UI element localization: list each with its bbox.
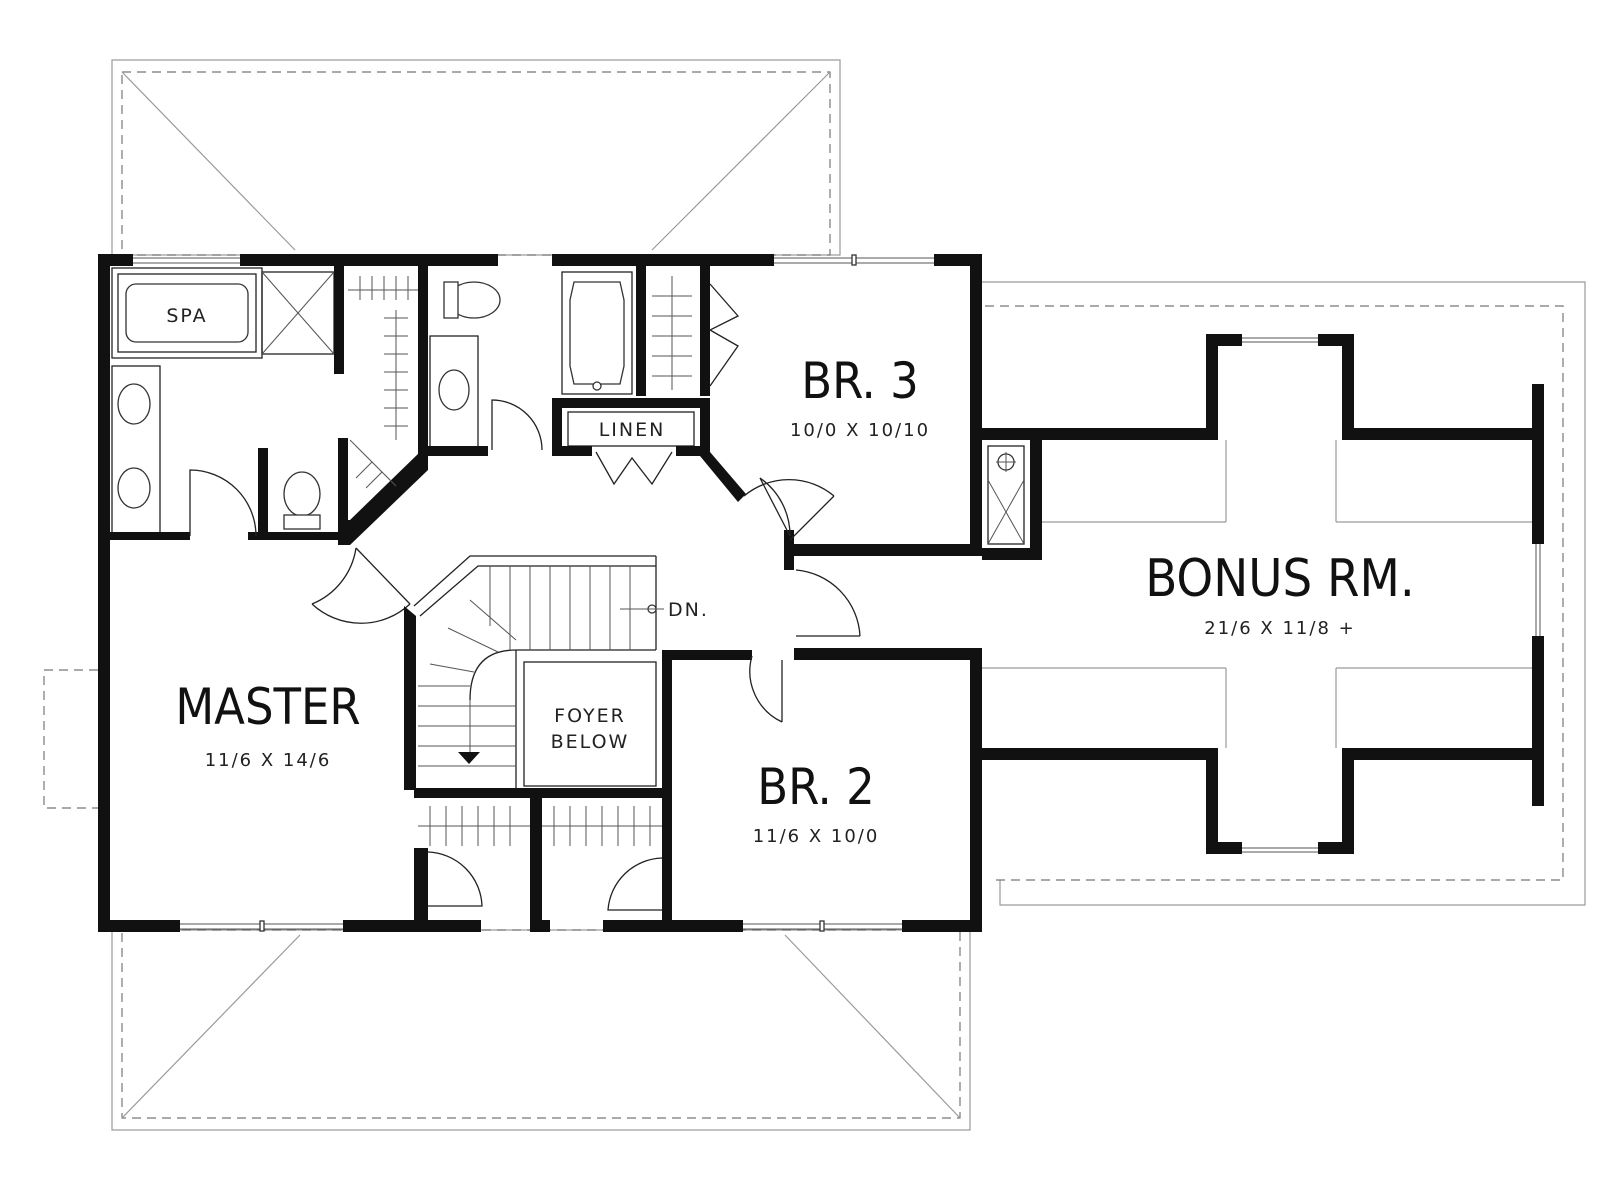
tub-and-closet <box>561 266 740 396</box>
master-room-dimensions: 11/6 X 14/6 <box>205 750 332 771</box>
staircase: DN. <box>413 555 709 790</box>
hall-walls <box>311 452 982 790</box>
br2-room-dimensions: 11/6 X 10/0 <box>753 826 880 847</box>
linen-closet: LINEN <box>552 398 710 486</box>
br2-room-name: BR. 2 <box>757 758 875 816</box>
spa-label: SPA <box>166 305 207 327</box>
hall-closets <box>414 796 663 932</box>
bonus-room-name: BONUS RM. <box>1145 549 1415 609</box>
stair-down-arrow <box>458 752 480 764</box>
br3-room-name: BR. 3 <box>801 352 919 410</box>
bonus-room <box>982 334 1544 854</box>
roof-outline-top <box>111 59 841 256</box>
roof-outline-bottom <box>111 929 971 1131</box>
roof-outline-bonus <box>980 281 1586 906</box>
walk-in-closet <box>338 266 428 545</box>
master-bath: SPA <box>110 266 344 540</box>
foyer-label-line1: FOYER <box>554 705 626 727</box>
br3-room-dimensions: 10/0 X 10/10 <box>790 420 930 441</box>
foyer-below: FOYER BELOW <box>414 648 982 932</box>
hall-bath <box>428 281 543 456</box>
bay-window-left <box>43 669 98 809</box>
stairs-down-label: DN. <box>668 599 709 621</box>
exterior-walls <box>98 254 982 932</box>
foyer-label-line2: BELOW <box>551 731 630 753</box>
master-room-name: MASTER <box>175 678 360 736</box>
linen-label: LINEN <box>599 419 666 441</box>
bonus-room-dimensions: 21/6 X 11/8 + <box>1204 618 1355 639</box>
